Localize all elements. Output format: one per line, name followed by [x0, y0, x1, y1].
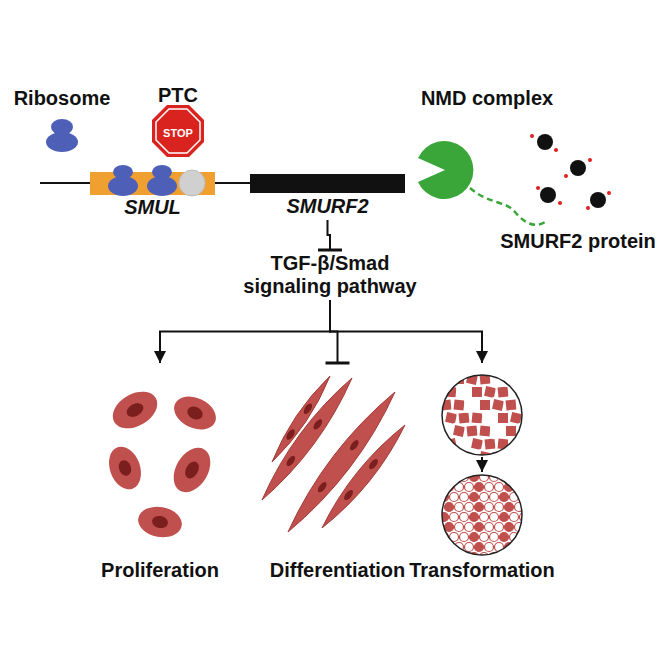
tissue-outline	[442, 375, 522, 455]
outcome-panel: Differentiation	[255, 365, 420, 582]
differentiating-cells	[262, 376, 405, 532]
pathway-label: TGF-β/Smad signaling pathway	[235, 252, 425, 298]
degradation-trail	[470, 188, 545, 225]
ribosome-icon	[147, 165, 177, 196]
protein-label: SMURF2 protein	[500, 230, 656, 253]
arrow-connector	[330, 300, 482, 363]
node-label: Transformation	[400, 559, 564, 582]
tissue-outline	[442, 475, 522, 555]
node-label: SMUL	[90, 196, 215, 219]
inhibition-bar	[318, 249, 342, 252]
node-label: Proliferation	[80, 559, 240, 582]
nmd-complex	[418, 141, 473, 199]
inhibition-bar	[326, 362, 350, 365]
transformed-tissue	[440, 473, 534, 562]
proliferating-cells	[103, 384, 221, 540]
outcome-panel: Proliferation	[80, 365, 240, 582]
outcome-panel: Transformation	[400, 365, 564, 582]
transformation-arrow	[481, 457, 483, 472]
gene-bar: SMUL	[90, 172, 215, 219]
stop-codon: PTCSTOP	[146, 84, 210, 159]
ribosome-label: Ribosome	[14, 87, 111, 110]
node-label: SMURF2	[250, 195, 405, 218]
normal-tissue	[439, 372, 536, 464]
arrow-connector	[160, 300, 330, 363]
smurf2-bar	[250, 174, 405, 193]
gene-bar: SMURF2	[250, 172, 405, 218]
nmd-complex-label: NMD complex	[421, 87, 553, 110]
stop-text: STOP	[146, 107, 210, 159]
ribosome-icon	[46, 119, 78, 152]
node-label: PTC	[146, 84, 210, 107]
protein-dots	[530, 134, 611, 210]
stalled-ribosome	[179, 170, 205, 196]
inhibition-connector	[328, 220, 331, 250]
node-label: TGF-β/Smad signaling pathway	[235, 252, 425, 298]
node-label: Differentiation	[255, 559, 420, 582]
ribosome-icon	[108, 165, 138, 196]
